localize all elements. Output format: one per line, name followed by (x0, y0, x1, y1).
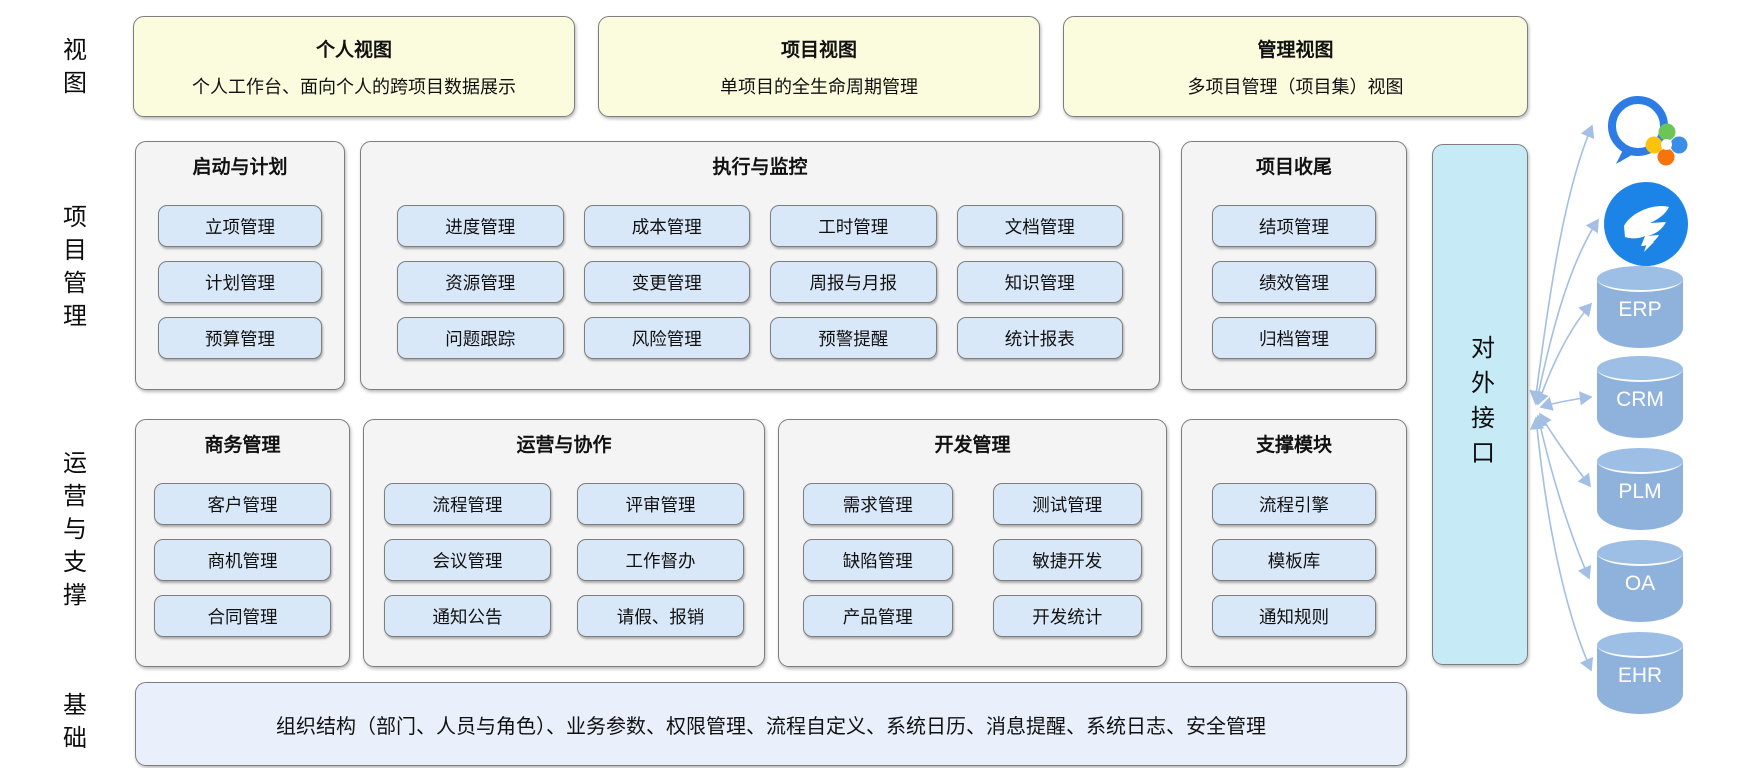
module-button: 通知规则 (1212, 595, 1376, 637)
module-button: 周报与月报 (770, 261, 937, 303)
module-button: 归档管理 (1212, 317, 1376, 359)
module-button: 风险管理 (583, 317, 750, 359)
panel-title: 开发管理 (934, 435, 1011, 456)
foundation-bar: 组织结构（部门、人员与角色）、业务参数、权限管理、流程自定义、系统日历、消息提醒… (135, 682, 1407, 766)
module-button: 客户管理 (154, 483, 331, 525)
wecom-icon (1596, 86, 1692, 182)
module-button: 测试管理 (992, 483, 1142, 525)
view-box-management: 管理视图 多项目管理（项目集）视图 (1063, 16, 1528, 117)
cylinder-top (1597, 266, 1683, 292)
system-label: EHR (1617, 664, 1663, 687)
cylinder-top (1597, 356, 1683, 382)
module-button: 敏捷开发 (992, 539, 1142, 581)
module-button: 商机管理 (154, 539, 331, 581)
system-cylinder-crm: CRM (1597, 356, 1683, 438)
external-interface-box: 对外接口 (1432, 144, 1528, 665)
panel-title: 启动与计划 (192, 157, 288, 178)
system-cylinder-oa: OA (1597, 540, 1683, 622)
module-button: 预警提醒 (770, 317, 937, 359)
module-button: 立项管理 (158, 205, 322, 247)
panel-title: 项目收尾 (1255, 157, 1332, 178)
module-button: 工作督办 (577, 539, 744, 581)
view-title-personal: 个人视图 (315, 39, 392, 61)
module-button: 通知公告 (384, 595, 551, 637)
row-label-views: 视图 (58, 37, 86, 103)
row-label-project-management: 项目管理 (58, 204, 86, 336)
panel-project-closing: 项目收尾 结项管理 绩效管理 归档管理 (1181, 141, 1407, 390)
module-button: 会议管理 (384, 539, 551, 581)
module-button: 产品管理 (803, 595, 953, 637)
view-title-project: 项目视图 (780, 39, 857, 61)
foundation-text: 组织结构（部门、人员与角色）、业务参数、权限管理、流程自定义、系统日历、消息提醒… (276, 715, 1266, 738)
module-button: 流程管理 (384, 483, 551, 525)
view-box-project: 项目视图 单项目的全生命周期管理 (598, 16, 1040, 117)
row-label-operations-support: 运营与支撑 (58, 450, 86, 615)
system-cylinder-plm: PLM (1597, 448, 1683, 530)
panel-operations-collaboration: 运营与协作 流程管理 会议管理 通知公告 评审管理 工作督办 请假、报销 (363, 419, 765, 667)
system-label: ERP (1618, 298, 1662, 321)
module-button: 结项管理 (1212, 205, 1376, 247)
view-subtitle-personal: 个人工作台、面向个人的跨项目数据展示 (192, 76, 516, 97)
cylinder-top (1597, 632, 1683, 658)
view-subtitle-management: 多项目管理（项目集）视图 (1187, 76, 1404, 97)
module-button: 请假、报销 (577, 595, 744, 637)
system-label: OA (1624, 572, 1656, 595)
view-title-management: 管理视图 (1257, 39, 1334, 61)
system-label: PLM (1618, 480, 1662, 503)
panel-support-modules: 支撑模块 流程引擎 模板库 通知规则 (1181, 419, 1407, 667)
view-box-personal: 个人视图 个人工作台、面向个人的跨项目数据展示 (133, 16, 575, 117)
panel-development-management: 开发管理 需求管理 缺陷管理 产品管理 测试管理 敏捷开发 开发统计 (778, 419, 1167, 667)
system-cylinder-ehr: EHR (1597, 632, 1683, 714)
cylinder-top (1597, 448, 1683, 474)
system-cylinder-erp: ERP (1597, 266, 1683, 348)
module-button: 文档管理 (956, 205, 1123, 247)
panel-title: 执行与监控 (712, 157, 808, 178)
module-button: 计划管理 (158, 261, 322, 303)
dingtalk-icon (1604, 182, 1688, 266)
module-button: 合同管理 (154, 595, 331, 637)
panel-execution-monitoring: 执行与监控 进度管理 资源管理 问题跟踪 成本管理 变更管理 风险管理 工时管理… (360, 141, 1160, 390)
module-button: 流程引擎 (1212, 483, 1376, 525)
external-interface-label: 对外接口 (1466, 334, 1494, 475)
module-button: 预算管理 (158, 317, 322, 359)
module-button: 变更管理 (583, 261, 750, 303)
system-label: CRM (1616, 388, 1664, 411)
cylinder-top (1597, 540, 1683, 566)
view-subtitle-project: 单项目的全生命周期管理 (720, 76, 918, 97)
module-button: 评审管理 (577, 483, 744, 525)
panel-initiation-planning: 启动与计划 立项管理 计划管理 预算管理 (135, 141, 345, 390)
module-button: 开发统计 (992, 595, 1142, 637)
module-button: 需求管理 (803, 483, 953, 525)
panel-title: 支撑模块 (1255, 435, 1332, 456)
module-button: 知识管理 (956, 261, 1123, 303)
row-label-foundation: 基础 (58, 692, 86, 758)
panel-title: 运营与协作 (516, 435, 612, 456)
module-button: 问题跟踪 (397, 317, 564, 359)
module-button: 成本管理 (583, 205, 750, 247)
module-button: 缺陷管理 (803, 539, 953, 581)
module-button: 绩效管理 (1212, 261, 1376, 303)
panel-title: 商务管理 (204, 435, 281, 456)
module-button: 资源管理 (397, 261, 564, 303)
module-button: 进度管理 (397, 205, 564, 247)
module-button: 模板库 (1212, 539, 1376, 581)
module-button: 统计报表 (956, 317, 1123, 359)
module-button: 工时管理 (770, 205, 937, 247)
panel-business-management: 商务管理 客户管理 商机管理 合同管理 (135, 419, 350, 667)
